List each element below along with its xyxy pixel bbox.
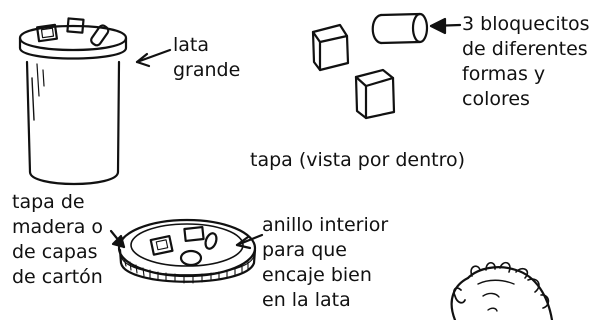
label-lid-inside: tapa (vista por dentro) — [250, 149, 466, 171]
large-can-drawing — [18, 17, 128, 186]
label-wood-lid: tapa de madera o de capas de cartón — [12, 191, 104, 288]
can-arrow — [135, 48, 172, 64]
label-large-can: lata grande — [173, 34, 241, 81]
wooden-lid-drawing — [117, 218, 257, 284]
label-inner-ring: anillo interior para que encaje bien en … — [262, 214, 389, 311]
blocks-drawing — [311, 12, 429, 120]
person-drawing — [450, 261, 554, 320]
ring-arrow — [235, 233, 264, 247]
label-blocks: 3 bloquecitos de diferentes formas y col… — [462, 13, 590, 110]
